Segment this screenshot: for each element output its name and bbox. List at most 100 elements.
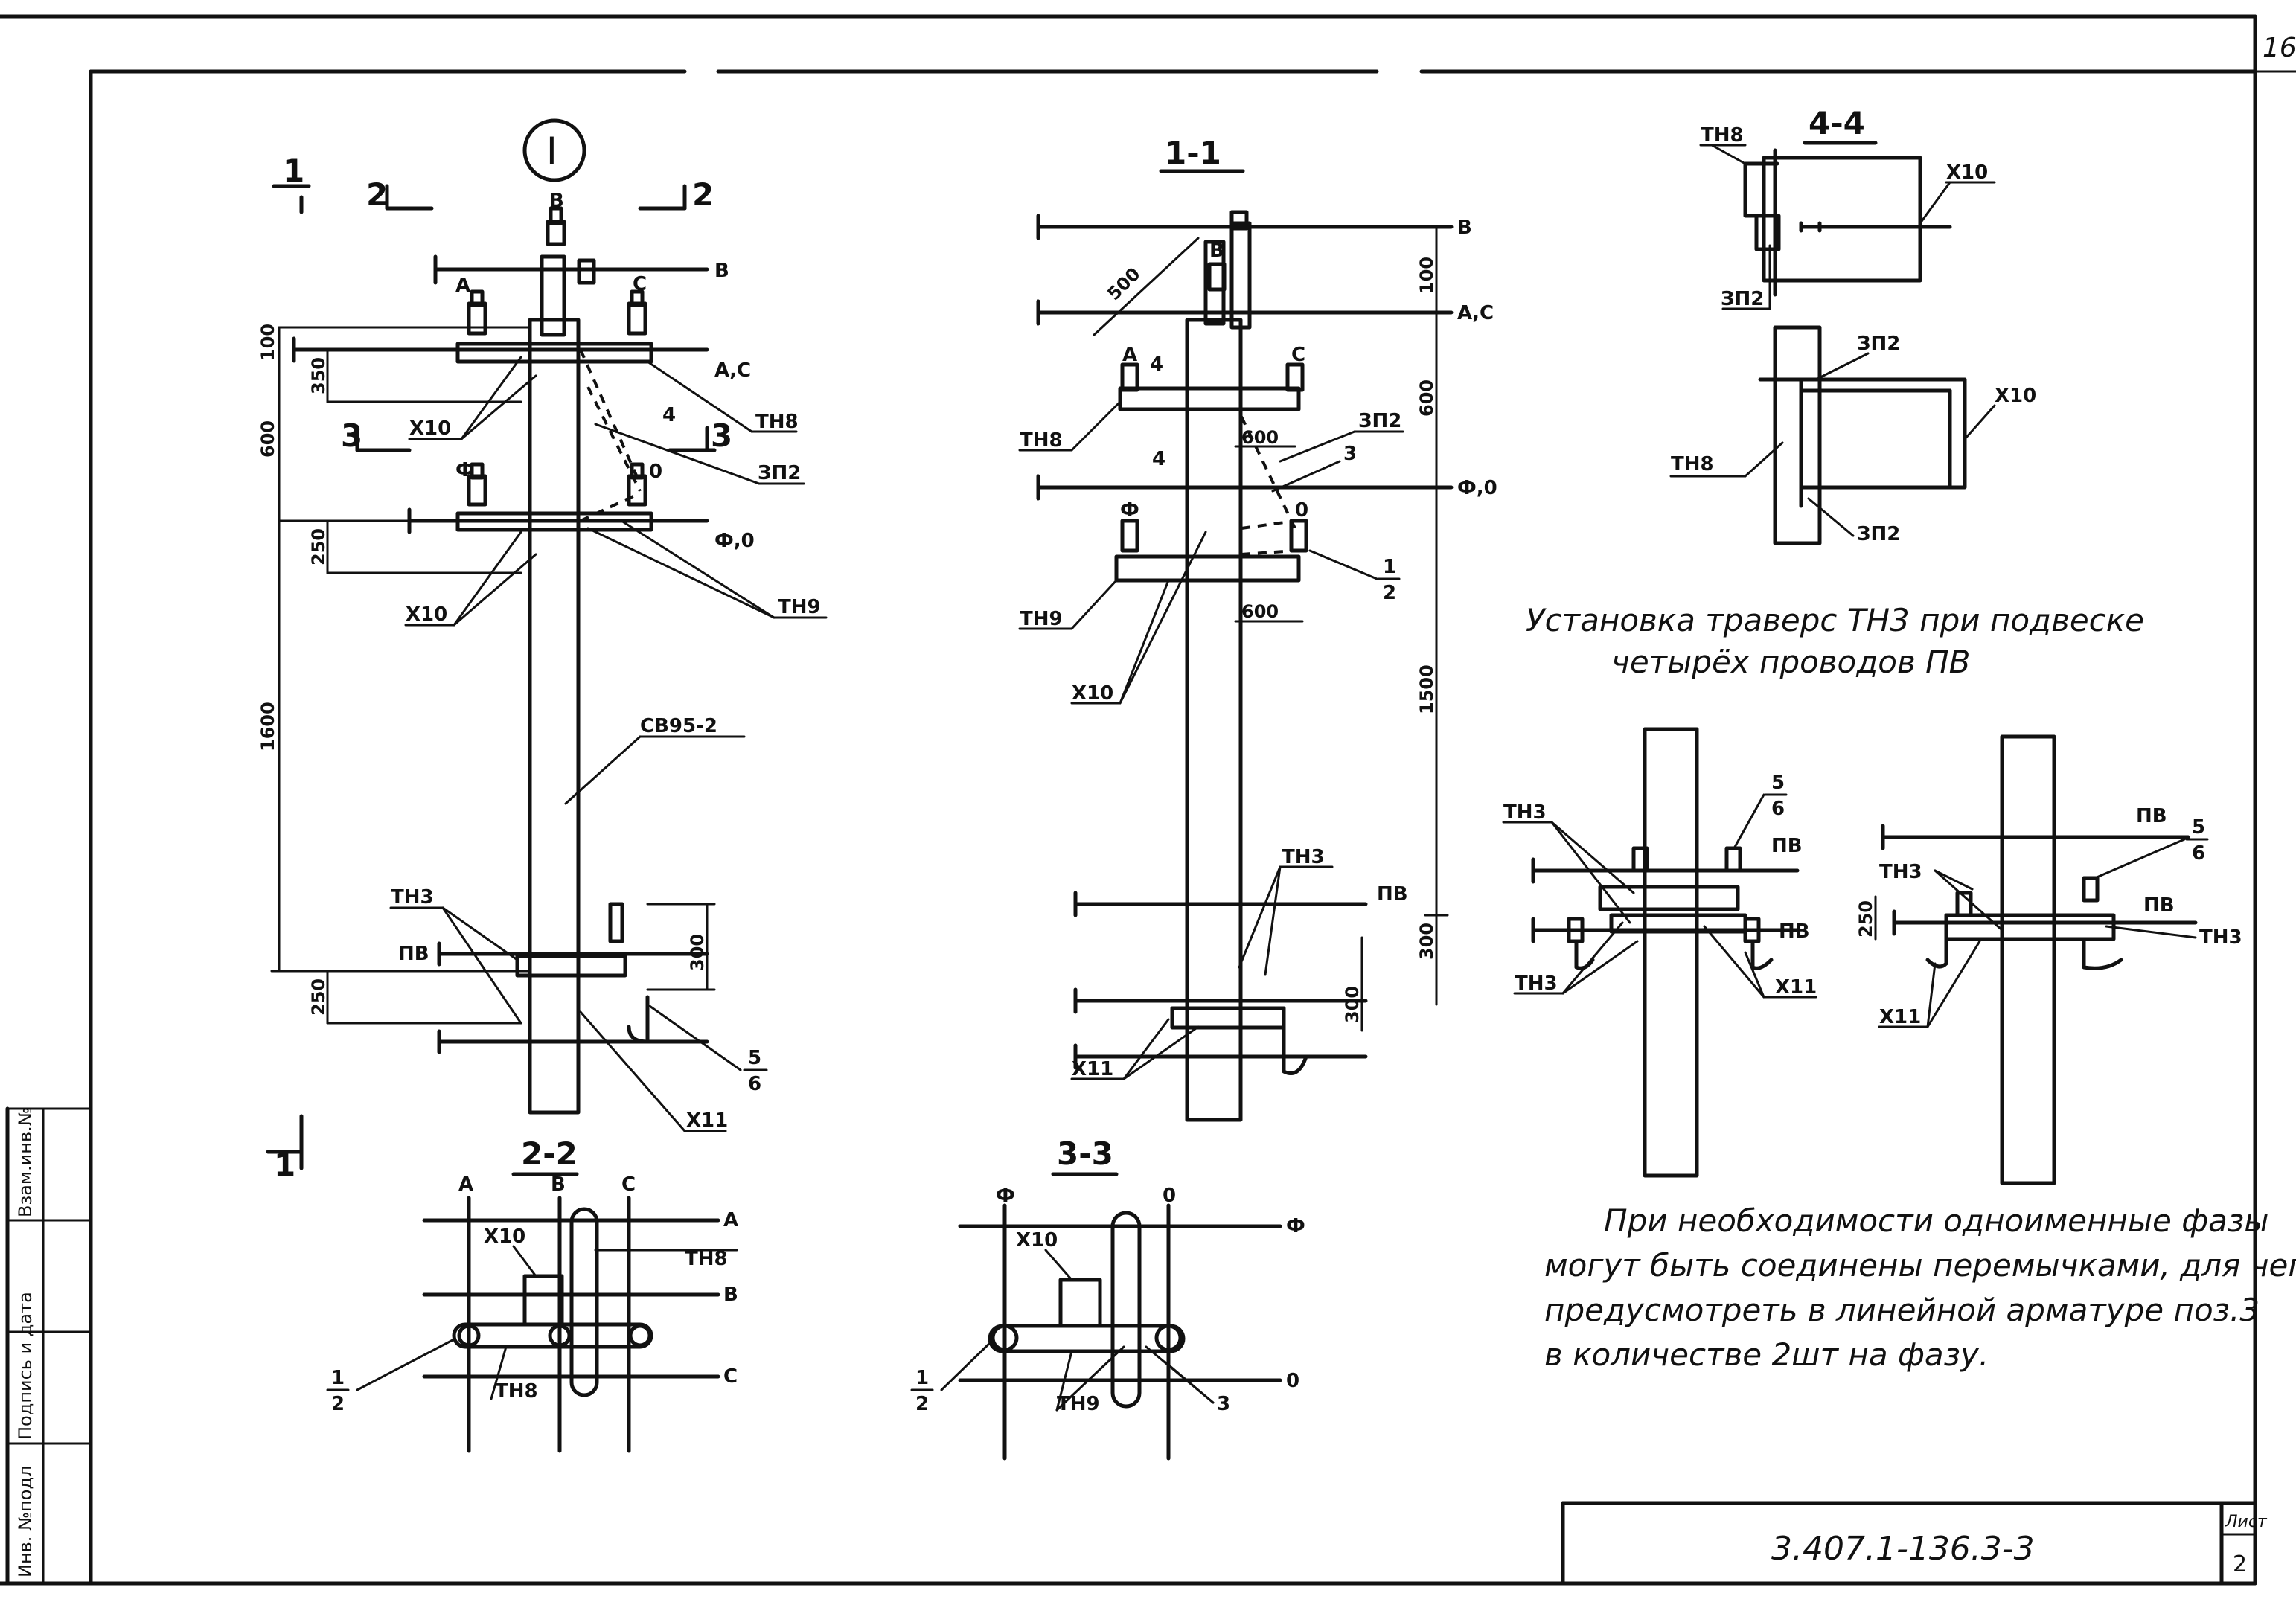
dim-600-11: 600 [1416, 379, 1437, 417]
side-stamp: Инв. №подл Подпись и дата Взам.инв.№ [15, 1107, 36, 1577]
right-A-22: А [723, 1209, 738, 1231]
right-PV-top: ПВ [2136, 805, 2167, 827]
part-SV95-I: СВ95-2 [640, 715, 717, 737]
install-title-line2: четырёх проводов ПВ [1611, 644, 1971, 680]
right-dim-250: 250 [1855, 900, 1876, 938]
part-X11-11: Х11 [1072, 1058, 1113, 1080]
right-PV-mid: ПВ [2143, 894, 2175, 917]
install-left: ТН3 ПВ ПВ ТН3 Х11 5 6 [1502, 727, 1817, 1178]
cut-label-3-left: 3 [341, 417, 362, 454]
view-1-1: 1-1 В А С Ф 0 В А,С Ф,0 [1018, 135, 1497, 1122]
view-2-2: 2-2 А В С А В С Х10 ТН8 ТН8 1 2 [326, 1135, 738, 1453]
line-F0-label-11: Ф,0 [1457, 477, 1497, 499]
install-title-line1: Установка траверс ТН3 при подвеске [1526, 602, 2144, 638]
phase-A-I: А [455, 275, 470, 297]
dim-500-11: 500 [1103, 263, 1144, 304]
view-title-44: 4-4 [1809, 105, 1865, 141]
dim-300-I: 300 [687, 934, 708, 971]
part-TN8-44: ТН8 [1701, 124, 1744, 147]
dim-1600-I: 1600 [258, 702, 278, 752]
part-TN9-33: ТН9 [1057, 1393, 1100, 1415]
letter-F-33: Ф [996, 1185, 1015, 1207]
view-3-3: 3-3 Ф 0 Ф 0 Х10 ТН9 3 1 2 [910, 1135, 1305, 1461]
dim-300-a-11: 300 [1416, 923, 1437, 960]
insulators-I [467, 206, 650, 1044]
phase-C-11: С [1291, 344, 1305, 366]
crossarm-upper-I [455, 342, 653, 364]
right-C-22: С [723, 1365, 738, 1388]
letter-0-33: 0 [1163, 1185, 1176, 1207]
view-title-22: 2-2 [521, 1135, 578, 1172]
stamp-inv-label: Инв. №подл [15, 1466, 36, 1577]
cut-label-1-top: 1 [283, 153, 304, 189]
stamp-sign-label: Подпись и дата [15, 1292, 36, 1440]
part-ZP2-I: ЗП2 [758, 462, 801, 484]
right-TN3-left: ТН3 [1879, 861, 1922, 883]
lower-ZP2-bottom-44: ЗП2 [1857, 523, 1900, 545]
note-line-2: могут быть соединены перемычками, для че… [1544, 1247, 2296, 1284]
left-PV-top: ПВ [1771, 835, 1803, 857]
view-marker-circle [522, 118, 586, 182]
phase-0-11: 0 [1295, 499, 1308, 522]
note-line-4: в количестве 2шт на фазу. [1544, 1336, 1989, 1373]
right-B-22: В [723, 1284, 738, 1306]
right-X11: Х11 [1879, 1006, 1921, 1028]
note-line-3: предусмотреть в линейной арматуре поз.3 [1544, 1292, 2260, 1328]
cut-label-3-right: 3 [711, 417, 732, 454]
phase-B-I: В [549, 190, 564, 212]
part-TN8-22-bottom: ТН8 [495, 1380, 538, 1403]
part-3-11: 3 [1343, 443, 1357, 465]
phase-0-I: 0 [649, 461, 662, 483]
stamp-replace-label: Взам.инв.№ [15, 1107, 36, 1217]
lower-X10-44: Х10 [1995, 385, 2036, 407]
fraction-num-11: 1 [1383, 556, 1396, 578]
view-4-4: 4-4 ТН8 Х10 ЗП2 ЗП2 Х10 ТН8 ЗП2 [1669, 105, 2036, 545]
part-X10-upper-I: Х10 [409, 417, 451, 440]
part-TN3-I: ТН3 [391, 886, 434, 909]
view-title-33: 3-3 [1057, 1135, 1113, 1172]
part-X10-11: Х10 [1072, 682, 1113, 705]
left-PV-bottom: ПВ [1779, 920, 1810, 943]
part-ZP2-44: ЗП2 [1721, 288, 1764, 310]
cut-label-1-bottom: 1 [274, 1147, 295, 1183]
part-X10-33: Х10 [1016, 1229, 1058, 1252]
line-AC-label-I: А,С [714, 359, 751, 382]
lower-ZP2-top-44: ЗП2 [1857, 333, 1900, 355]
part-X10-44: Х10 [1946, 161, 1988, 184]
dim-600-a-11: 600 [1241, 427, 1279, 448]
left-fraction-num: 5 [1771, 772, 1785, 794]
line-PV-label-I: ПВ [398, 943, 429, 965]
right-fraction-den: 6 [2192, 842, 2205, 865]
left-X11: Х11 [1775, 976, 1817, 999]
part-4-11-b: 4 [1152, 448, 1165, 470]
part-TN8-22-right: ТН8 [685, 1248, 728, 1270]
phase-A-11: А [1122, 344, 1137, 366]
page-number: 16 [2263, 33, 2296, 63]
phase-F-I: Ф [455, 459, 475, 481]
crossarm-tn3-I [515, 954, 627, 978]
part-TN8-I: ТН8 [755, 411, 799, 433]
right-fraction-num: 5 [2192, 816, 2205, 839]
top-post-I [540, 254, 566, 337]
phase-C-I: С [633, 273, 647, 295]
dim-300-b-11: 300 [1342, 986, 1363, 1023]
sheet-label: Лист [2225, 1513, 2268, 1531]
letter-A-22: А [458, 1173, 473, 1196]
dim-100-I: 100 [258, 324, 278, 361]
line-B-label-I: В [714, 260, 729, 282]
part-ZP2-11: ЗП2 [1358, 410, 1401, 432]
view-I: I 1 2 2 3 3 1 [258, 118, 828, 1183]
right-TN3-right: ТН3 [2199, 926, 2242, 949]
letter-C-22: С [621, 1173, 636, 1196]
phase-B-11: В [1209, 240, 1224, 262]
cut-label-2-right: 2 [692, 176, 714, 213]
dim-100-11: 100 [1416, 257, 1437, 294]
cut-marks [266, 184, 717, 1170]
line-F0-label-I: Ф,0 [714, 530, 755, 552]
dim-600-I: 600 [258, 420, 278, 458]
drawing-code: 3.407.1-136.3-3 [1771, 1530, 2035, 1568]
fraction-den-22: 2 [331, 1393, 345, 1415]
part-TN9-I: ТН9 [778, 596, 821, 618]
note-line-1: При необходимости одноименные фазы [1604, 1202, 2268, 1239]
pole-11 [1185, 318, 1243, 1122]
